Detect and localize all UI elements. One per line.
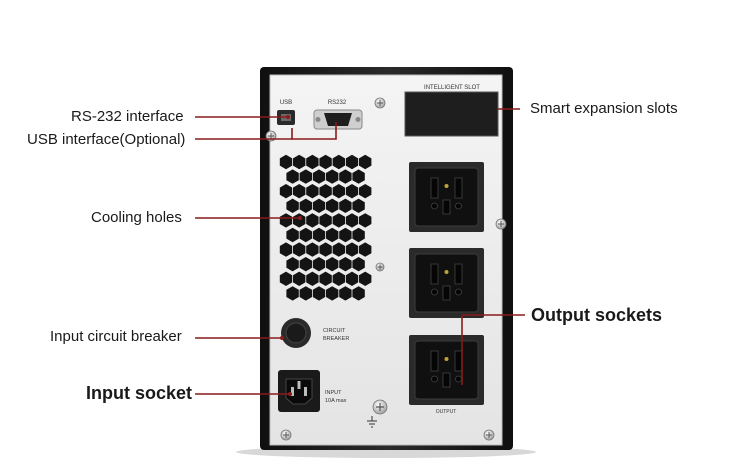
cooling-hole [352, 257, 365, 272]
circuit-label: CIRCUIT [323, 328, 346, 334]
cooling-hole [286, 286, 299, 301]
cooling-hole [312, 198, 326, 213]
cooling-hole [306, 154, 319, 170]
cooling-hole [332, 271, 345, 286]
cooling-hole [345, 213, 359, 228]
screw-icon [483, 429, 495, 441]
cooling-hole [293, 154, 306, 170]
cooling-hole [332, 184, 345, 199]
screw-icon [374, 97, 386, 109]
input-label: INPUT [325, 390, 342, 396]
cooling-hole [299, 286, 312, 301]
cooling-hole [279, 271, 293, 286]
cooling-hole [326, 198, 339, 213]
usb-label: USB [280, 100, 292, 106]
socket-icon[interactable] [409, 248, 484, 318]
cooling-hole [293, 242, 306, 257]
cooling-hole [286, 257, 299, 272]
cooling-hole [306, 242, 319, 257]
cooling-hole [359, 271, 372, 286]
cooling-hole [326, 227, 339, 243]
cooling-hole [345, 154, 359, 170]
cooling-hole [332, 242, 345, 257]
socket-icon[interactable] [409, 162, 484, 232]
cooling-hole [293, 213, 306, 228]
cooling-hole [319, 213, 332, 228]
callout-output-sockets: Output sockets [531, 305, 663, 325]
callout-breaker: Input circuit breaker [50, 328, 182, 345]
cooling-hole [359, 213, 372, 228]
cooling-hole [332, 154, 345, 170]
cooling-hole [339, 257, 352, 272]
rs232-label: RS232 [328, 100, 347, 106]
leader-usb-rs232 [292, 122, 337, 140]
cooling-hole [339, 169, 352, 184]
cooling-hole [326, 286, 339, 301]
cooling-hole [319, 184, 332, 199]
cooling-hole [352, 169, 365, 184]
cooling-hole [326, 257, 339, 272]
cooling-hole [312, 169, 326, 184]
cooling-hole [339, 227, 352, 243]
cooling-hole [345, 271, 359, 286]
callout-input-socket: Input socket [86, 383, 193, 403]
cooling-hole [345, 242, 359, 257]
cooling-hole [359, 154, 372, 170]
screw-icon [495, 218, 507, 230]
cooling-hole [345, 184, 359, 199]
cooling-hole [306, 213, 319, 228]
cooling-hole [286, 227, 299, 243]
socket-icon[interactable] [409, 335, 484, 405]
cooling-hole [279, 184, 293, 199]
input-socket[interactable] [278, 370, 320, 412]
intelligent-slot[interactable] [404, 91, 499, 137]
cooling-hole [339, 286, 352, 301]
cooling-hole [332, 213, 345, 228]
cooling-hole [279, 242, 293, 257]
cooling-hole [319, 271, 332, 286]
cooling-hole [286, 198, 299, 213]
callout-rs232: RS-232 interface [71, 108, 184, 125]
screw-icon [375, 262, 385, 272]
callout-cooling: Cooling holes [91, 209, 182, 226]
cooling-hole [306, 271, 319, 286]
cooling-hole [312, 227, 326, 243]
cooling-hole [359, 184, 372, 199]
cooling-hole [306, 184, 319, 199]
cooling-hole [279, 154, 293, 170]
cooling-hole [312, 286, 326, 301]
input-rating-label: 10A max [325, 398, 347, 404]
cooling-hole [299, 257, 312, 272]
cooling-hole [319, 154, 332, 170]
intelligent-slot-label: INTELLIGENT SLOT [424, 85, 480, 91]
callout-usb: USB interface(Optional) [27, 131, 186, 148]
screw-icon [280, 429, 292, 441]
cooling-hole [286, 169, 299, 184]
cooling-hole [359, 242, 372, 257]
cooling-hole [312, 257, 326, 272]
circuit-breaker[interactable] [281, 318, 311, 348]
cooling-hole [326, 169, 339, 184]
cooling-hole [299, 227, 312, 243]
db9-port-icon[interactable] [313, 109, 363, 130]
callout-smart-slots: Smart expansion slots [530, 100, 678, 117]
cooling-hole [319, 242, 332, 257]
screw-icon [372, 399, 388, 415]
cooling-holes [279, 154, 372, 301]
ground-icon [367, 416, 377, 428]
cooling-hole [352, 198, 365, 213]
output-label: OUTPUT [436, 409, 457, 415]
cooling-hole [352, 227, 365, 243]
cooling-hole [339, 198, 352, 213]
breaker-label: BREAKER [323, 336, 349, 342]
leader-lines [195, 108, 525, 395]
cooling-hole [299, 169, 312, 184]
cooling-hole [299, 198, 312, 213]
cooling-hole [279, 213, 293, 228]
cooling-hole [293, 184, 306, 199]
cooling-hole [293, 271, 306, 286]
cooling-hole [352, 286, 365, 301]
